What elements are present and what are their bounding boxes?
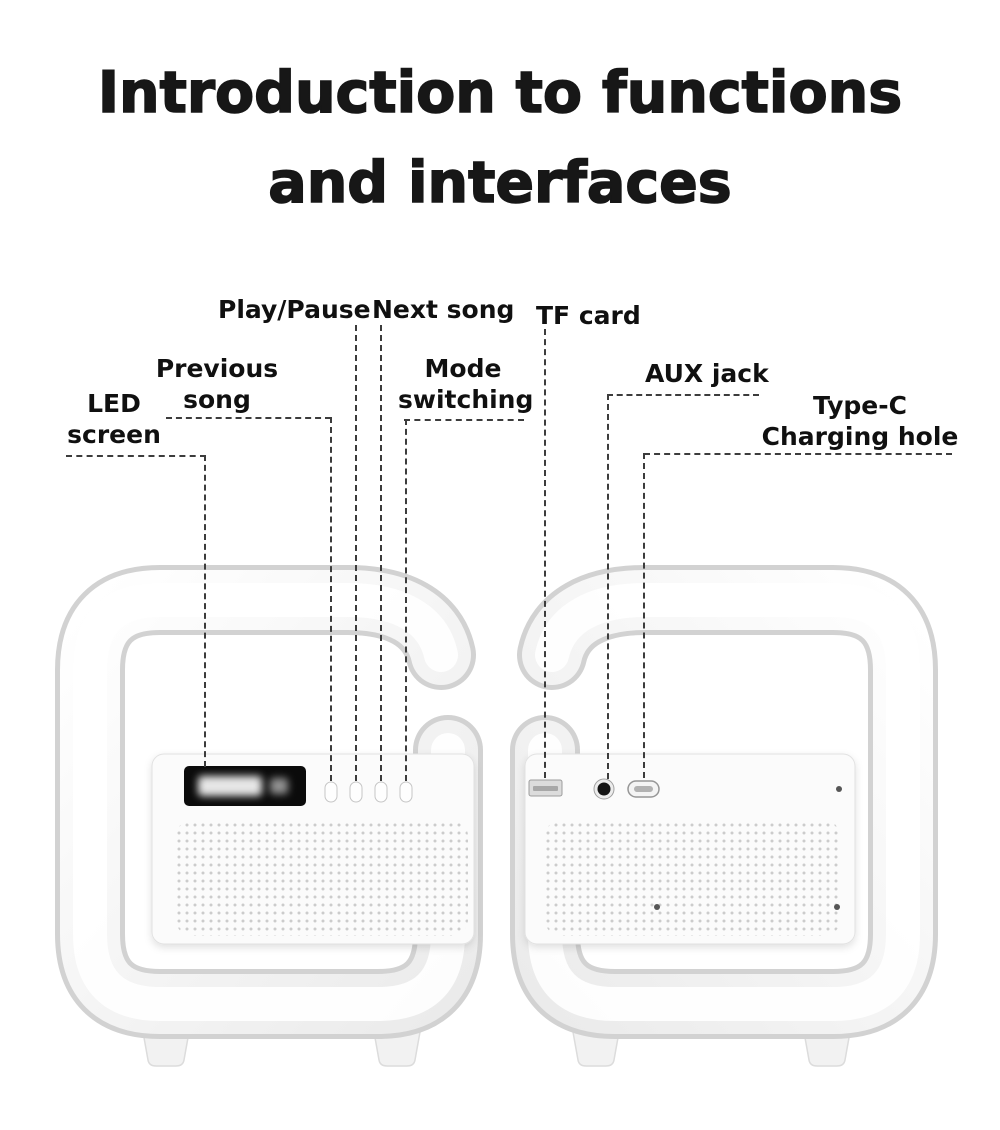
label-aux-jack-text: AUX jack (645, 359, 769, 388)
label-type-c: Type-C Charging hole (755, 390, 965, 452)
label-previous-song: Previous song (152, 353, 282, 415)
label-led-screen-line1: LED (87, 389, 141, 418)
leader-line-previous-v (330, 417, 332, 781)
leader-line-tf-v (544, 329, 546, 778)
device-back-illustration (505, 558, 945, 1073)
label-type-c-line1: Type-C (813, 391, 907, 420)
label-led-screen: LED screen (64, 388, 164, 450)
label-type-c-line2: Charging hole (761, 422, 959, 451)
leader-line-play-v (355, 325, 357, 781)
label-led-screen-line2: screen (67, 420, 161, 449)
label-play-pause-text: Play/Pause (218, 295, 371, 324)
label-play-pause: Play/Pause (218, 294, 371, 325)
leader-line-previous-h (166, 417, 331, 419)
title-line-2: and interfaces (267, 149, 732, 217)
screw-icon (654, 904, 660, 910)
mode-switch-button (399, 781, 413, 803)
leader-line-aux-v (607, 394, 609, 779)
previous-song-button (324, 781, 338, 803)
leader-line-typec-v (643, 453, 645, 778)
speaker-grille-dots (176, 820, 468, 936)
led-display (184, 766, 306, 806)
screw-icon (836, 786, 842, 792)
leader-line-led-h (66, 455, 206, 457)
leader-line-typec-h (644, 453, 952, 455)
front-speaker-panel (151, 753, 475, 945)
type-c-port (627, 780, 660, 798)
next-song-button (374, 781, 388, 803)
title-line-1: Introduction to functions (97, 59, 903, 127)
leader-line-mode-v (405, 419, 407, 781)
label-mode-switching-line2: switching (398, 385, 534, 414)
control-buttons (324, 781, 413, 803)
back-panel (524, 753, 856, 945)
tf-card-slot (528, 779, 563, 797)
leader-line-led-v (204, 455, 206, 767)
page-title: Introduction to functions and interfaces (0, 48, 1000, 228)
leader-line-mode-h (404, 419, 524, 421)
leader-line-next-v (380, 325, 382, 781)
speaker-grille-dots (545, 820, 840, 936)
label-next-song: Next song (372, 294, 514, 325)
label-previous-song-line1: Previous (155, 354, 279, 383)
screw-icon (834, 904, 840, 910)
play-pause-button (349, 781, 363, 803)
label-tf-card: TF card (536, 300, 641, 331)
device-front-illustration (48, 558, 488, 1073)
aux-port (593, 778, 615, 800)
label-mode-switching-line1: Mode (424, 354, 502, 383)
leader-line-aux-h (607, 394, 759, 396)
label-mode-switching: Mode switching (398, 353, 534, 415)
label-aux-jack: AUX jack (645, 358, 769, 389)
label-previous-song-line2: song (183, 385, 251, 414)
label-next-song-text: Next song (372, 295, 515, 324)
label-tf-card-text: TF card (536, 301, 641, 330)
